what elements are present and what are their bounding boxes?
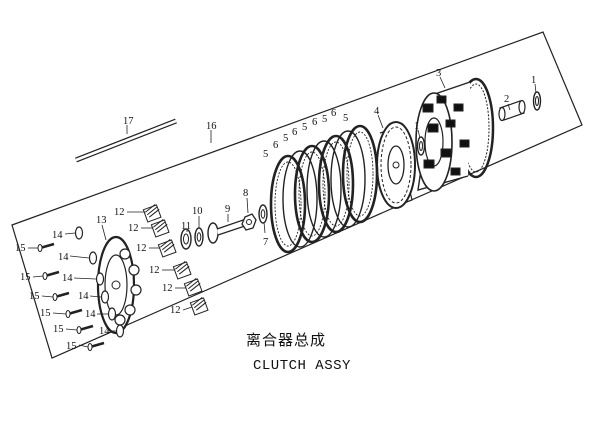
- callout-4: 4: [374, 106, 380, 117]
- leader-lines: [28, 76, 537, 348]
- callout-16: 16: [206, 121, 217, 132]
- callout-5: 5: [263, 149, 268, 160]
- callout-14: 14: [99, 326, 110, 337]
- callout-11: 11: [181, 221, 191, 232]
- callout-8: 8: [243, 188, 248, 199]
- part-lifter-rod: [207, 218, 249, 244]
- part-friction-plates: [269, 124, 379, 254]
- callout-15: 15: [15, 243, 26, 254]
- callout-12: 12: [114, 207, 125, 218]
- callout-12: 12: [149, 265, 160, 276]
- callout-14: 14: [58, 252, 69, 263]
- callout-6: 6: [312, 117, 317, 128]
- callout-12: 12: [170, 305, 181, 316]
- callout-2: 2: [504, 94, 509, 105]
- caption-english-title: CLUTCH ASSY: [253, 358, 351, 374]
- part-bearing: [180, 228, 192, 250]
- callout-12: 12: [162, 283, 173, 294]
- callout-5: 5: [322, 114, 327, 125]
- callout-6: 6: [331, 108, 336, 119]
- callout-5: 5: [302, 122, 307, 133]
- callout-15: 15: [20, 272, 31, 283]
- callout-15: 15: [29, 291, 40, 302]
- callout-6: 6: [292, 127, 297, 138]
- callout-13: 13: [96, 215, 107, 226]
- callout-14: 14: [62, 273, 73, 284]
- callout-1-inner: 1: [414, 121, 419, 132]
- callout-15: 15: [66, 341, 77, 352]
- part-springs: [142, 203, 209, 316]
- callout-12: 12: [128, 223, 139, 234]
- callout-14: 14: [85, 309, 96, 320]
- part-washers-14: [74, 226, 125, 338]
- callout-1: 1: [531, 75, 536, 86]
- callout-14: 14: [78, 291, 89, 302]
- part-rod: [75, 118, 177, 163]
- callout-12: 12: [136, 243, 147, 254]
- callout-17: 17: [123, 116, 134, 127]
- callout-5: 5: [343, 113, 348, 124]
- part-washer-7: [258, 204, 268, 224]
- part-pressure-plate: [96, 235, 142, 335]
- callout-5: 5: [283, 133, 288, 144]
- part-clutch-hub: [376, 121, 416, 209]
- callout-7: 7: [263, 237, 268, 248]
- callout-6: 6: [273, 140, 278, 151]
- callout-3: 3: [436, 68, 441, 79]
- callout-15: 15: [40, 308, 51, 319]
- part-bolts-15: [37, 242, 105, 351]
- part-washer-10: [194, 227, 204, 247]
- callout-10: 10: [192, 206, 203, 217]
- assembly-boundary: [11, 31, 583, 359]
- part-clutch-housing: [415, 77, 495, 192]
- caption-chinese-title: 离合器总成: [246, 331, 327, 349]
- part-bushing: [498, 99, 526, 122]
- callout-9: 9: [225, 204, 230, 215]
- part-washer-1: [416, 91, 542, 156]
- callout-15: 15: [53, 324, 64, 335]
- part-nut: [241, 213, 257, 231]
- callout-14: 14: [52, 230, 63, 241]
